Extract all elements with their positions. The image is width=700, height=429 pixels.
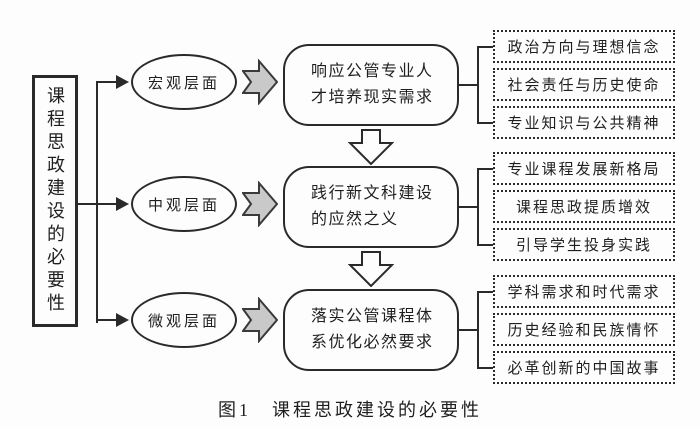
- outcome-box-label: 学科需求和时代需求: [507, 285, 661, 301]
- outcome-box-label: 历史经验和民族情怀: [507, 323, 661, 339]
- block-arrow-down-icon: [348, 251, 394, 287]
- connector-line: [477, 168, 493, 170]
- connector-line: [477, 244, 493, 246]
- arrowhead-right-icon: [116, 197, 129, 211]
- outcome-box-label: 必革创新的中国故事: [507, 361, 661, 377]
- block-arrow-right-icon: [242, 181, 278, 227]
- connector-line: [477, 168, 479, 246]
- connector-line: [477, 367, 493, 369]
- outcome-box: 学科需求和时代需求: [493, 275, 675, 308]
- stage-box-text-line: 才培养现实需求: [311, 89, 434, 106]
- outcome-box: 课程思政提质增效: [493, 190, 675, 223]
- figure-caption: 图1 课程思政建设的必要性: [218, 400, 482, 420]
- level-ellipse-micro: 微观层面: [131, 292, 237, 348]
- arrowhead-right-icon: [116, 313, 129, 327]
- stage-box-text-line: 的应然之义: [311, 211, 399, 228]
- stage-box-meso: 践行新文科建设 的应然之义: [283, 166, 459, 248]
- connector-line: [477, 291, 479, 369]
- block-arrow-right-icon: [242, 297, 278, 343]
- outcome-box-label: 专业课程发展新格局: [507, 162, 661, 178]
- connector-line: [96, 81, 118, 83]
- outcome-box: 专业课程发展新格局: [493, 152, 675, 185]
- root-box: 课程思政建设的必要性: [32, 75, 78, 327]
- connector-line: [78, 203, 116, 205]
- outcome-box-label: 引导学生投身实践: [515, 238, 652, 254]
- outcome-box: 政治方向与理想信念: [493, 30, 675, 63]
- outcome-box-label: 专业知识与公共精神: [507, 116, 661, 132]
- outcome-box: 专业知识与公共精神: [493, 106, 675, 139]
- stage-box-text-line: 响应公管专业人: [311, 62, 434, 80]
- connector-line: [477, 291, 493, 293]
- outcome-box-label: 课程思政提质增效: [515, 200, 652, 216]
- level-ellipse-macro: 宏观层面: [131, 54, 237, 110]
- outcome-box-label: 社会责任与历史使命: [507, 78, 661, 94]
- connector-line: [477, 46, 493, 48]
- block-arrow-down-icon: [348, 129, 394, 165]
- level-ellipse-label: 宏观层面: [147, 75, 220, 92]
- root-label: 课程思政建设的必要性: [45, 86, 65, 316]
- stage-box-text-line: 落实公管课程体: [311, 307, 434, 325]
- stage-box-text-line: 系优化必然要求: [311, 334, 434, 351]
- connector-line: [459, 84, 478, 86]
- outcome-box: 社会责任与历史使命: [493, 68, 675, 101]
- stage-box-macro: 响应公管专业人 才培养现实需求: [283, 44, 459, 126]
- connector-line: [96, 319, 118, 321]
- outcome-box: 历史经验和民族情怀: [493, 313, 675, 346]
- outcome-box: 引导学生投身实践: [493, 228, 675, 261]
- outcome-box-label: 政治方向与理想信念: [507, 40, 661, 56]
- connector-line: [459, 329, 478, 331]
- connector-line: [459, 206, 478, 208]
- connector-line: [477, 46, 479, 124]
- arrowhead-right-icon: [116, 75, 129, 89]
- connector-line: [96, 81, 98, 323]
- level-ellipse-meso: 中观层面: [131, 176, 237, 232]
- stage-box-text-line: 践行新文科建设: [311, 184, 434, 202]
- stage-box-micro: 落实公管课程体 系优化必然要求: [283, 289, 459, 371]
- outcome-box: 必革创新的中国故事: [493, 351, 675, 384]
- level-ellipse-label: 中观层面: [147, 197, 220, 214]
- level-ellipse-label: 微观层面: [147, 313, 220, 330]
- block-arrow-right-icon: [242, 59, 278, 105]
- connector-line: [477, 122, 493, 124]
